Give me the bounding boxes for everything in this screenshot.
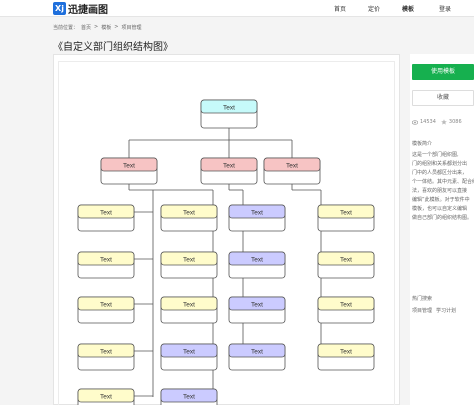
leaf-node-c4-r3-label: Text (340, 302, 352, 309)
branch-node-2-label: Text (223, 163, 235, 170)
star-icon (441, 119, 447, 125)
leaf-node-c2-r1-label: Text (183, 210, 195, 217)
top-navbar: Xj 迅捷画图 首页 定价 模板 登录 (0, 0, 474, 17)
hot-search-title: 热门搜索 (412, 296, 433, 302)
leaf-node-c3-r4-label: Text (251, 349, 263, 356)
nav-home[interactable]: 首页 (334, 6, 347, 13)
nav-pricing[interactable]: 定价 (368, 6, 381, 13)
leaf-node-c2-r5-label: Text (183, 394, 195, 401)
leaf-node-c3-r2-header (228, 251, 286, 266)
leaf-node-c4-r3-header (317, 296, 375, 311)
leaf-node-c4-r2-header (317, 251, 375, 266)
leaf-node-c2-r5-header (160, 388, 218, 403)
description-line: 模板，也可以自定义编辑 (412, 206, 468, 212)
description-line: 法，喜欢的朋友可以直接 (412, 188, 468, 194)
leaf-node-c2-r2-header (160, 251, 218, 266)
breadcrumb: 当前位置： 首页 > 模板 > 项目管理 (53, 24, 141, 31)
branch-node-2-header (200, 157, 258, 172)
intro-title: 模板简介 (412, 141, 433, 147)
leaf-node-c1-r4-label: Text (100, 349, 112, 356)
breadcrumb-item-project[interactable]: 项目管理 (121, 25, 142, 31)
leaf-node-c2-r3-header (160, 296, 218, 311)
likes-count: 3086 (448, 119, 462, 125)
leaf-node-c1-r1-label: Text (100, 210, 112, 217)
leaf-node-c1-r3-label: Text (100, 302, 112, 309)
hot-search-tags: 项目管理 学习计划 (412, 307, 456, 314)
template-sidebar: 使用模板 收藏 14534 3086 模板简介 这是一个部门组织图, 门的组别和关… (410, 54, 474, 405)
template-stats: 14534 3086 (412, 119, 462, 125)
description-line: 门中的人员都区分出来， (412, 170, 468, 176)
eye-icon (412, 119, 418, 125)
leaf-node-c1-r2-header (77, 251, 135, 266)
leaf-node-c1-r2-label: Text (100, 257, 112, 264)
branch-node-3-header (263, 157, 321, 172)
leaf-node-c4-r1-header (317, 204, 375, 219)
leaf-node-c4-r4-label: Text (340, 349, 352, 356)
likes-stat: 3086 (441, 119, 462, 125)
description-line: 做自己部门的组织结构图。 (412, 215, 473, 221)
logo-icon: Xj (53, 1, 66, 15)
leaf-node-c3-r3-header (228, 296, 286, 311)
leaf-node-c1-r1-header (77, 204, 135, 219)
leaf-node-c3-r1-header (228, 204, 286, 219)
leaf-node-c2-r4-label: Text (183, 349, 195, 356)
leaf-node-c2-r2-label: Text (183, 257, 195, 264)
leaf-node-c3-r4-header (228, 343, 286, 358)
nav-login[interactable]: 登录 (439, 6, 452, 13)
leaf-node-c4-r4-header (317, 343, 375, 358)
favorite-button[interactable]: 收藏 (412, 90, 474, 106)
breadcrumb-item-home[interactable]: 首页 (81, 25, 92, 31)
description-line: 编辑”此模板。对于软件中 (412, 197, 470, 203)
views-stat: 14534 (412, 119, 436, 125)
leaf-node-c1-r4-header (77, 343, 135, 358)
breadcrumb-item-templates[interactable]: 模板 (101, 25, 112, 31)
leaf-node-c1-r3-header (77, 296, 135, 311)
use-template-button[interactable]: 使用模板 (412, 64, 474, 80)
root-node-header (200, 99, 258, 114)
breadcrumb-separator: > (114, 24, 119, 30)
branch-node-1-label: Text (123, 163, 135, 170)
branch-node-1-header (100, 157, 158, 172)
template-description: 这是一个部门组织图, 门的组别和关系都划分出门中的人员都区分出来， 个一体结。其中元… (412, 151, 474, 223)
leaf-node-c2-r1-header (160, 204, 218, 219)
brand-name: 迅捷画图 (68, 4, 108, 16)
breadcrumb-prefix: 当前位置： (53, 25, 79, 31)
leaf-node-c2-r4-header (160, 343, 218, 358)
description-line: 这是一个部门组织图, (412, 152, 459, 158)
leaf-node-c4-r2-label: Text (340, 257, 352, 264)
description-line: 门的组别和关系都划分出 (412, 161, 468, 167)
leaf-node-c2-r3-label: Text (183, 302, 195, 309)
nav-templates[interactable]: 模板 (402, 6, 415, 13)
leaf-node-c1-r5-header (77, 388, 135, 403)
views-count: 14534 (420, 119, 436, 125)
branch-node-3-label: Text (286, 163, 298, 170)
description-line: 个一体结。其中元素、配合结 (412, 179, 474, 185)
breadcrumb-separator: > (94, 24, 99, 30)
page-title: 《自定义部门组织结构图》 (53, 42, 173, 53)
leaf-node-c1-r5-label: Text (100, 394, 112, 401)
leaf-node-c4-r1-label: Text (340, 210, 352, 217)
leaf-node-c3-r2-label: Text (251, 257, 263, 264)
hot-tag-study[interactable]: 学习计划 (436, 308, 457, 314)
root-node-label: Text (223, 105, 235, 112)
leaf-node-c3-r1-label: Text (251, 210, 263, 217)
leaf-node-c3-r3-label: Text (251, 302, 263, 309)
brand-logo[interactable]: Xj 迅捷画图 (53, 1, 108, 16)
hot-tag-project[interactable]: 项目管理 (412, 308, 433, 314)
